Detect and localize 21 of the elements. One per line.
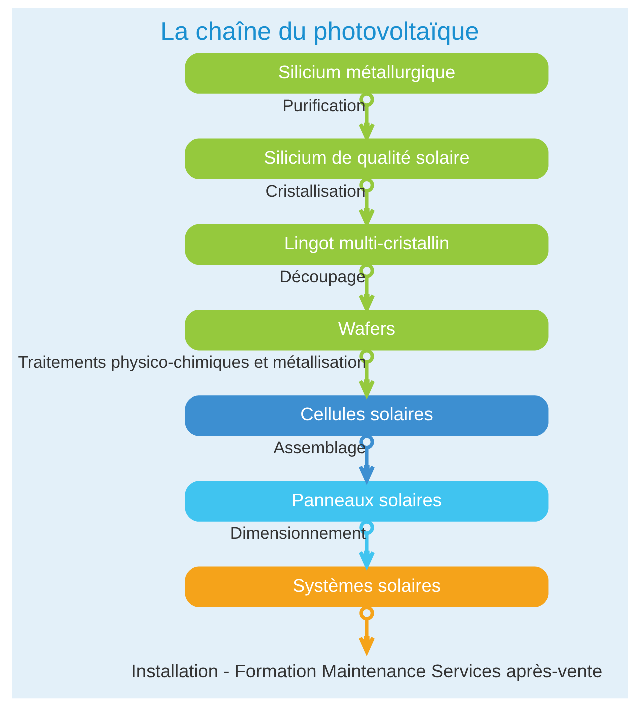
arrow xyxy=(358,520,376,568)
arrow xyxy=(358,606,376,654)
arrow xyxy=(358,349,376,398)
node-text: Installation - Formation Maintenance Services après-vente xyxy=(131,660,603,682)
arrow xyxy=(358,434,376,483)
node-box: Cellules solaires xyxy=(185,396,549,436)
node-box: Silicium de qualité solaire xyxy=(185,138,549,180)
node-box: Panneaux solaires xyxy=(185,481,549,522)
node-box: Systèmes solaires xyxy=(185,566,549,608)
node-box: Wafers xyxy=(185,310,549,351)
diagram-title: La chaîne du photovoltaïque xyxy=(160,18,480,46)
edge-label: Découpage xyxy=(280,267,366,286)
arrow xyxy=(358,92,376,140)
node-box: Silicium métallurgique xyxy=(185,53,549,94)
node-box: Lingot multi-cristallin xyxy=(185,224,549,266)
edge-label: Assemblage xyxy=(274,438,366,458)
arrow xyxy=(358,178,376,226)
arrow xyxy=(358,264,376,312)
edge-label: Cristallisation xyxy=(266,182,366,201)
edge-label: Traitements physico-chimiques et métallisation xyxy=(18,353,366,372)
edge-label: Purification xyxy=(282,96,366,116)
